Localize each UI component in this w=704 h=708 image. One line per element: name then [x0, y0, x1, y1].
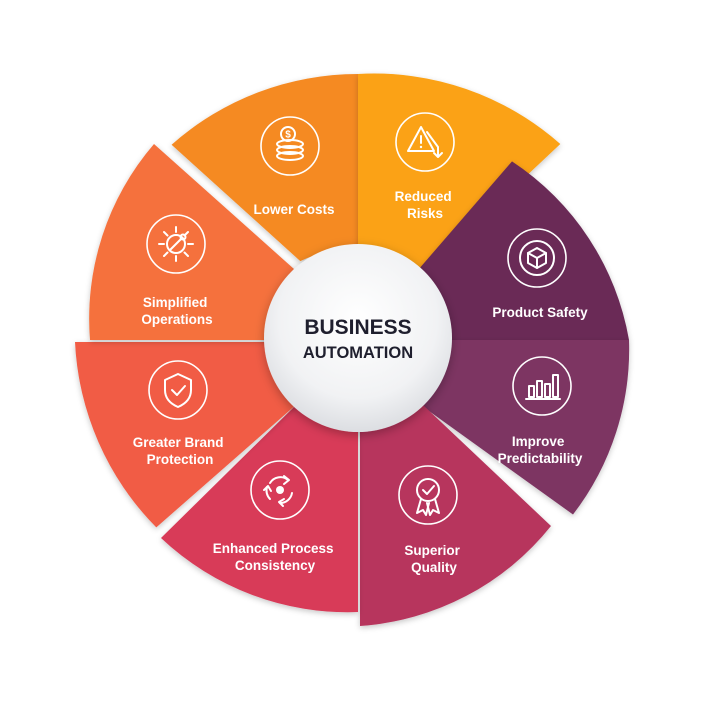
- coins-dollar-icon: $: [260, 116, 320, 176]
- segment-label-line1: Product Safety: [492, 305, 588, 320]
- svg-text:Superior Quality: Superior Quality: [404, 543, 463, 575]
- segment-label-line1: Enhanced Process: [213, 541, 334, 556]
- segment-label-line1: Improve: [512, 434, 565, 449]
- segment-label-line1: Superior: [404, 543, 460, 558]
- warning-down-arrow-icon: [395, 112, 455, 172]
- segment-label-line2: Operations: [141, 312, 212, 327]
- gear-wrench-icon: [146, 214, 206, 274]
- segment-lower-costs: $ Lower Costs: [171, 74, 358, 262]
- cycle-arrows-icon: [250, 460, 310, 520]
- segment-shape: [358, 73, 561, 273]
- segment-label-line1: Greater Brand: [133, 435, 224, 450]
- center-title-line2: AUTOMATION: [303, 344, 413, 362]
- segment-shape: [171, 74, 358, 262]
- segment-shape: [161, 340, 358, 613]
- box-cube-icon: [507, 228, 567, 288]
- segment-label-line1: Lower Costs: [253, 202, 334, 217]
- center-hub-circle: [264, 244, 452, 432]
- segment-greater-brand-protection: Greater Brand Protection: [75, 340, 358, 528]
- segment-simplified-operations: Simplified Operations: [89, 144, 358, 340]
- svg-text:Greater Brand Protecti: Greater Brand Protection: [133, 435, 228, 467]
- svg-text:$: $: [285, 130, 291, 141]
- bar-chart-icon: [512, 356, 572, 416]
- segment-shape: [360, 340, 551, 626]
- segment-label-line2: Protection: [147, 452, 214, 467]
- center-hub: BUSINESS AUTOMATION: [264, 244, 452, 432]
- segment-improve-predictability: Improve Predictability: [358, 340, 630, 515]
- segment-label-line2: Quality: [411, 560, 457, 575]
- award-ribbon-icon: [398, 465, 458, 525]
- segment-superior-quality: Superior Quality: [360, 340, 551, 626]
- svg-text:Improve Predictability: Improve Predictability: [498, 434, 583, 466]
- segment-product-safety: Product Safety: [358, 161, 629, 340]
- segment-label-line2: Risks: [407, 206, 443, 221]
- segment-label-line1: Reduced: [395, 189, 452, 204]
- center-title-line1: BUSINESS: [304, 316, 411, 339]
- segment-enhanced-process-consistency: Enhanced Process Consistency: [161, 340, 358, 613]
- svg-text:Reduced Risks: Reduced Risks: [395, 189, 456, 221]
- svg-text:Enhanced Process Consi: Enhanced Process Consistency: [213, 541, 338, 573]
- segments-group: $ Lower Costs Reduced Risks: [75, 73, 630, 626]
- svg-text:Product Safety: Product Safety: [492, 305, 588, 320]
- segment-shape: [358, 161, 629, 340]
- segment-reduced-risks: Reduced Risks: [358, 73, 561, 273]
- segment-label-line1: Simplified: [143, 295, 208, 310]
- svg-text:Lower Costs: Lower Costs: [253, 202, 334, 217]
- segment-shape: [358, 340, 630, 515]
- segment-label-line2: Consistency: [235, 558, 316, 573]
- svg-text:Simplified Operations: Simplified Operations: [141, 295, 212, 327]
- shield-check-icon: [148, 360, 208, 420]
- segment-label-line2: Predictability: [498, 451, 583, 466]
- segment-shape: [89, 144, 358, 340]
- segment-shape: [75, 340, 358, 528]
